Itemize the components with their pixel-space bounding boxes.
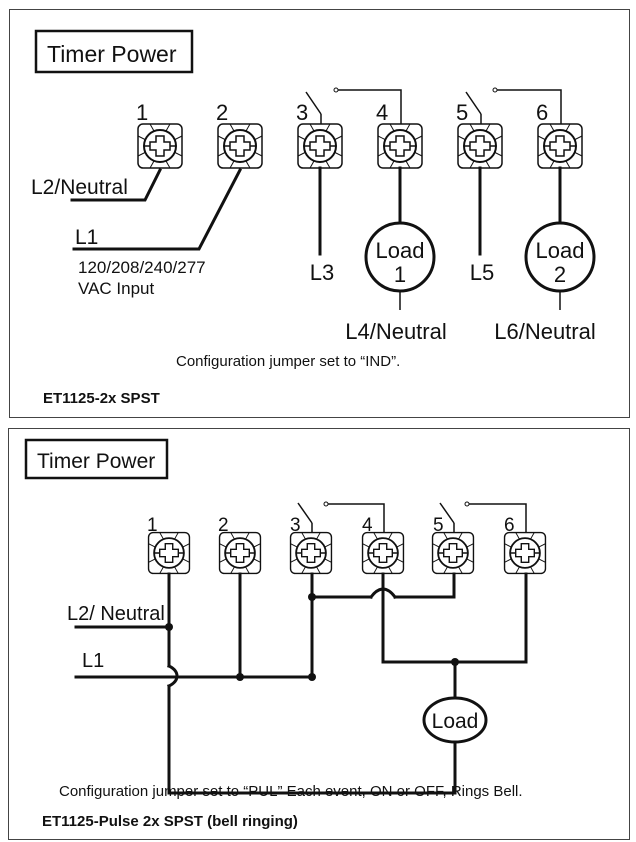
screw-terminal-icon xyxy=(431,531,475,575)
screw-terminal-icon xyxy=(137,123,183,169)
config-note-pul: Configuration jumper set to “PUL” Each e… xyxy=(59,783,523,800)
timer-power-header-2: Timer Power xyxy=(24,438,169,480)
screw-terminal-icon xyxy=(503,531,547,575)
screw-terminal-icon xyxy=(537,123,583,169)
screw-terminal-icon xyxy=(218,531,262,575)
label-l3: L3 xyxy=(310,260,334,285)
label-l2-neutral: L2/ Neutral xyxy=(67,603,165,625)
terminal-number-5: 5 xyxy=(433,515,444,536)
load-bell-icon xyxy=(422,696,488,744)
terminal-number-2: 2 xyxy=(218,515,229,536)
load-1-label: Load xyxy=(376,238,425,263)
label-vac-voltages: 120/208/240/277 xyxy=(78,258,206,277)
screw-terminal-icon xyxy=(457,123,503,169)
relay-switch-icon xyxy=(439,501,527,532)
label-l1: L1 xyxy=(75,226,98,249)
model-title-pulse: ET1125-Pulse 2x SPST (bell ringing) xyxy=(42,813,298,830)
screw-terminal-icon xyxy=(147,531,191,575)
wire-l1 xyxy=(72,167,243,251)
terminal-number-3: 3 xyxy=(296,100,308,125)
relay-switch-icon xyxy=(465,87,562,124)
screw-terminal-icon xyxy=(217,123,263,169)
terminal-number-6: 6 xyxy=(504,515,515,536)
timer-power-label: Timer Power xyxy=(47,41,177,67)
label-vac-input: VAC Input xyxy=(78,279,155,298)
label-l5: L5 xyxy=(470,260,494,285)
label-l4-neutral: L4/Neutral xyxy=(345,319,447,344)
wiring-pulse xyxy=(74,572,528,795)
label-l2-neutral: L2/Neutral xyxy=(31,176,128,199)
load-1-number: 1 xyxy=(394,262,406,287)
terminal-number-3: 3 xyxy=(290,515,301,536)
model-title-ind: ET1125-2x SPST xyxy=(43,390,160,407)
terminal-number-4: 4 xyxy=(362,515,373,536)
screw-terminal-icon xyxy=(361,531,405,575)
screw-terminal-icon xyxy=(377,123,423,169)
screw-terminal-icon xyxy=(297,123,343,169)
load-label: Load xyxy=(432,710,479,733)
terminal-number-1: 1 xyxy=(147,515,158,536)
timer-power-label: Timer Power xyxy=(37,450,155,473)
terminal-number-2: 2 xyxy=(216,100,228,125)
load-2-label: Load xyxy=(536,238,585,263)
terminal-number-6: 6 xyxy=(536,100,548,125)
wire-l2-neutral xyxy=(70,167,163,202)
relay-switch-icon xyxy=(297,501,385,532)
label-l6-neutral: L6/Neutral xyxy=(494,319,596,344)
terminal-number-4: 4 xyxy=(376,100,388,125)
label-l1: L1 xyxy=(82,650,104,672)
screw-terminal-icon xyxy=(289,531,333,575)
timer-power-header-1: Timer Power xyxy=(34,29,194,74)
config-note-ind: Configuration jumper set to “IND”. xyxy=(176,353,400,370)
relay-switch-icon xyxy=(305,87,402,124)
terminal-number-1: 1 xyxy=(136,100,148,125)
terminal-number-5: 5 xyxy=(456,100,468,125)
load-2-number: 2 xyxy=(554,262,566,287)
